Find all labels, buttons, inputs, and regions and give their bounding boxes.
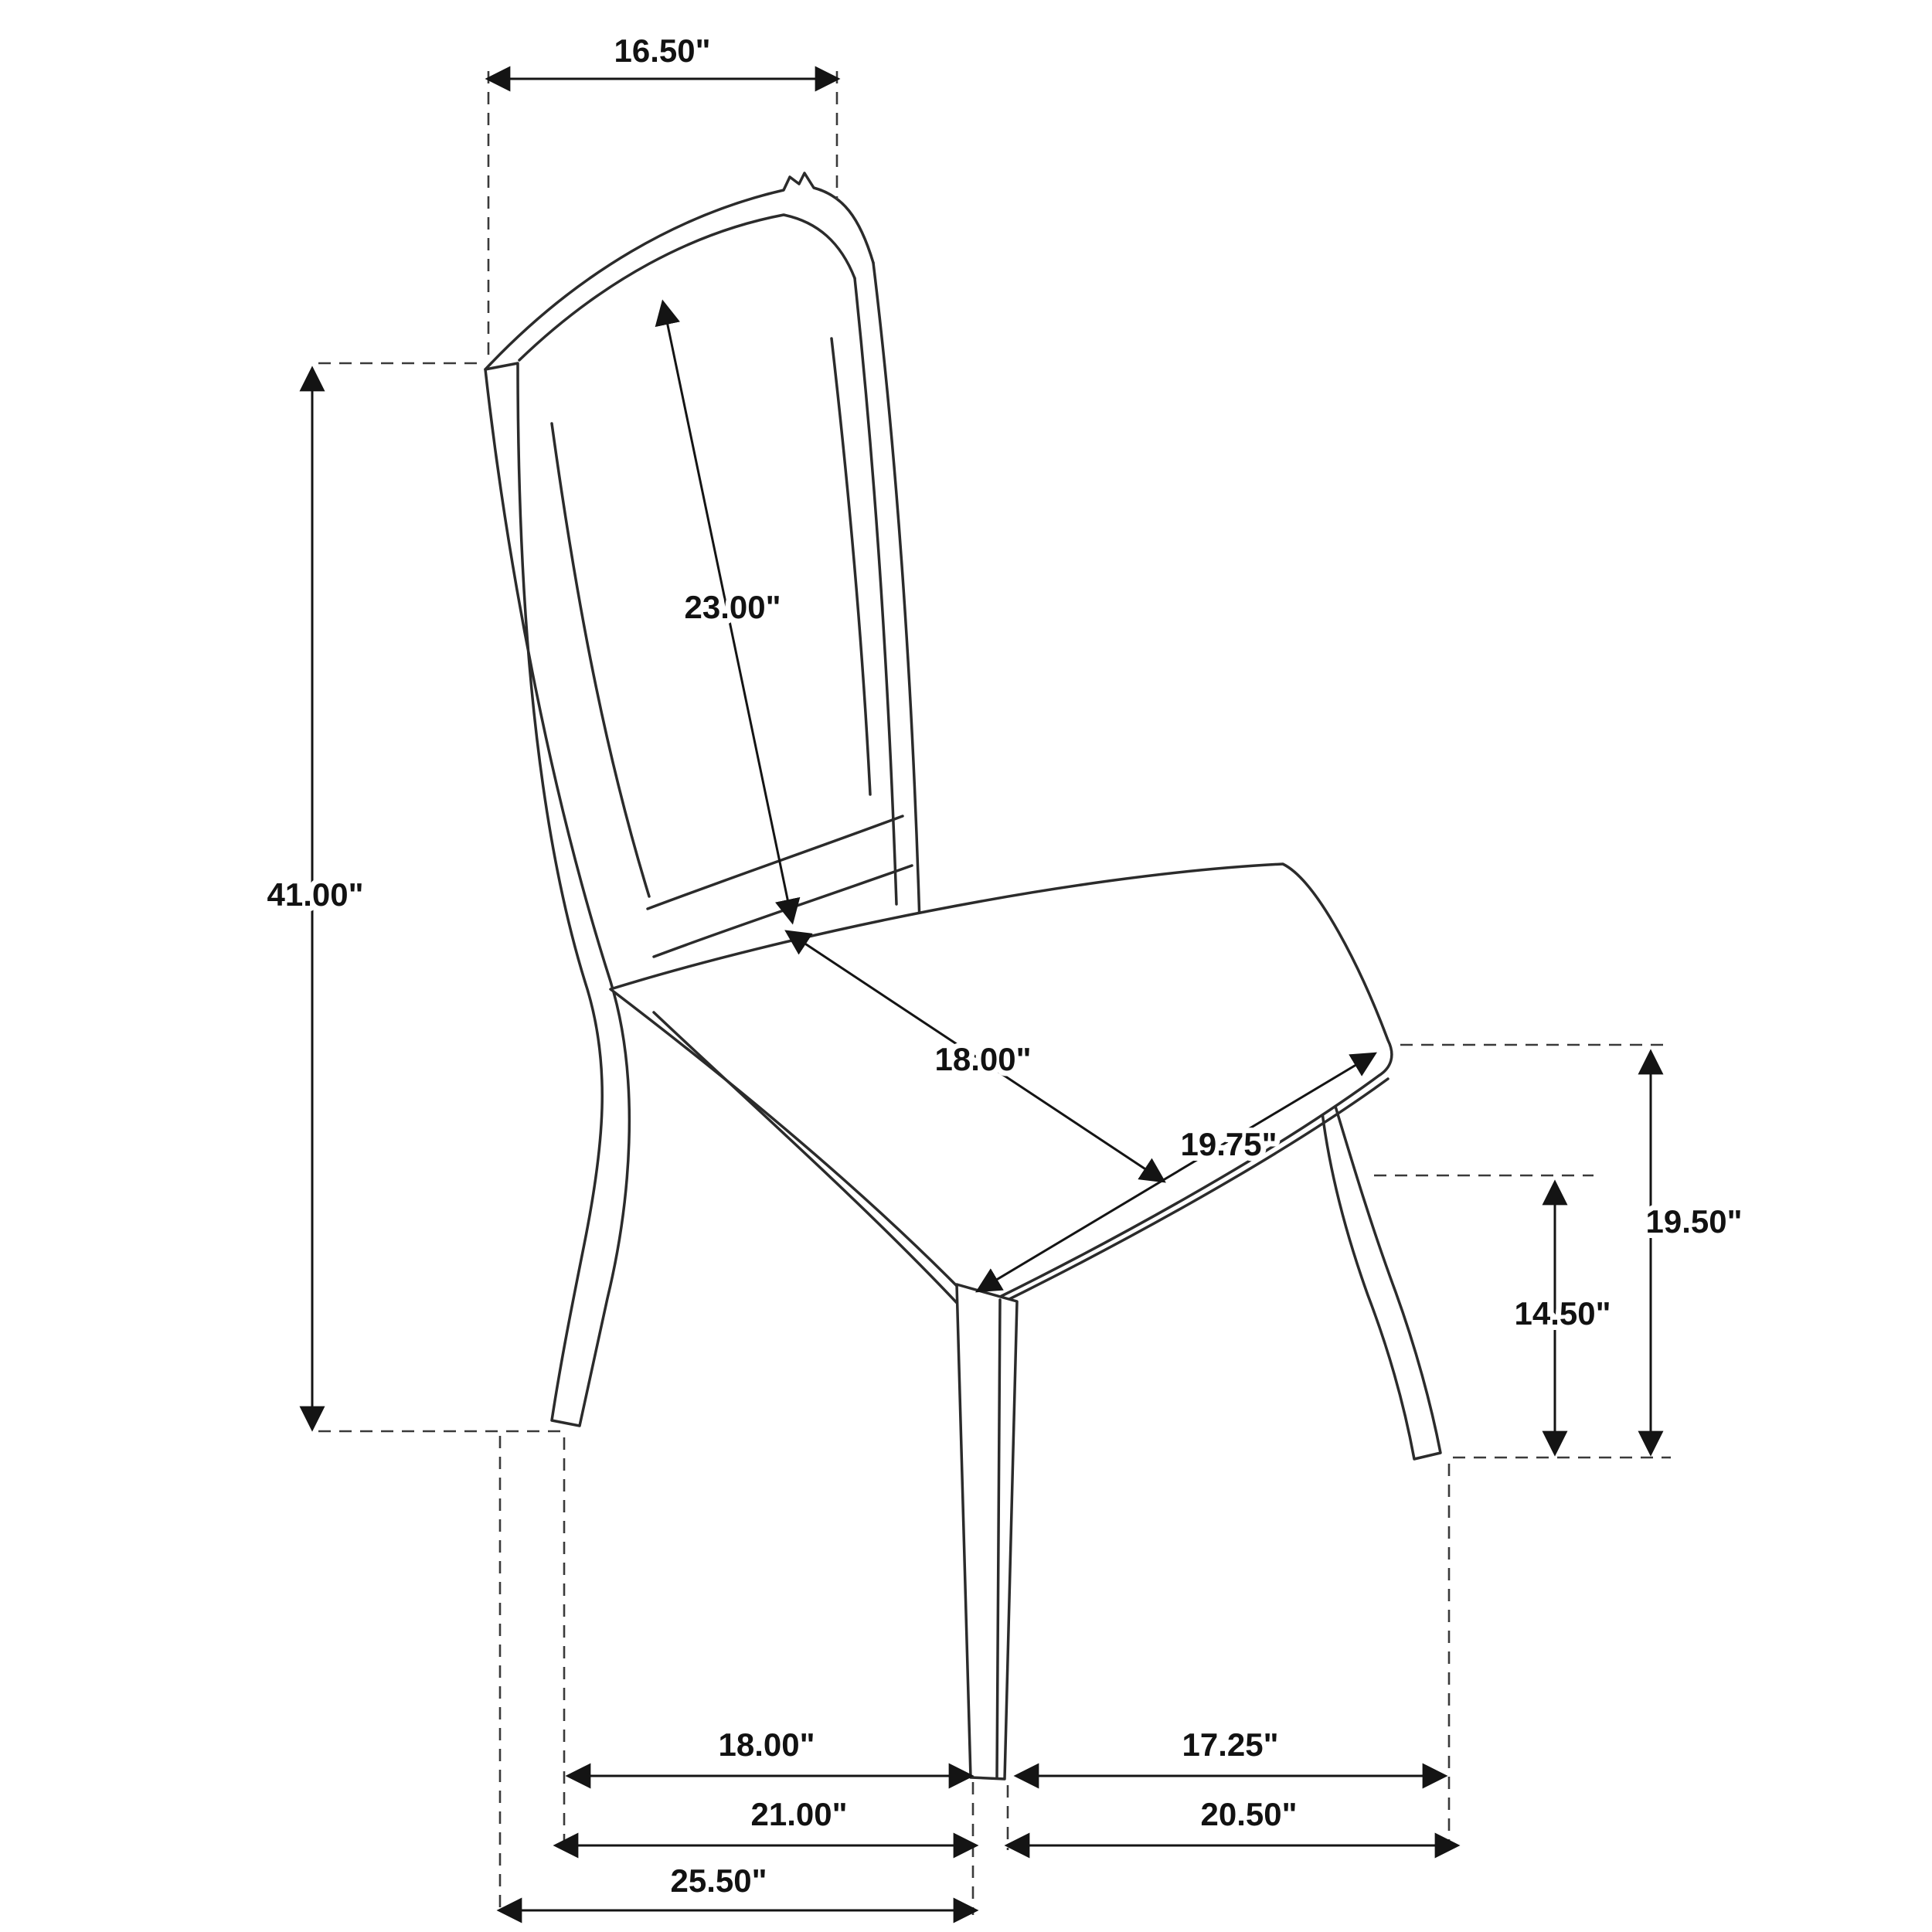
chair-back-left-stile-and-rear-leg (484, 362, 631, 1427)
dim-back-height: 23.00" (655, 299, 801, 925)
dim-base-left-span-label: 21.00" (750, 1796, 847, 1832)
dim-apron-height-label: 14.50" (1514, 1295, 1611, 1332)
dim-overall-depth-label: 25.50" (670, 1862, 767, 1899)
dim-overall-height-label: 41.00" (267, 876, 363, 913)
chair-back-panel-piping-right (830, 337, 872, 796)
chair-back-panel-piping-left (550, 422, 651, 898)
dim-front-leg-span: 18.00" (565, 1721, 975, 1789)
dim-seat-depth-label: 18.00" (934, 1041, 1031, 1077)
dim-apron-height: 14.50" (1509, 1179, 1617, 1457)
dim-base-right-span-label: 20.50" (1200, 1796, 1297, 1832)
dim-base-left-span: 21.00" (553, 1791, 979, 1859)
dim-top-width: 16.50" (485, 27, 841, 92)
dim-overall-depth: 25.50" (496, 1857, 979, 1923)
dim-back-height-label: 23.00" (684, 589, 781, 625)
dim-top-width-label: 16.50" (614, 32, 710, 69)
chair-front-left-leg-corner-line (995, 1298, 1002, 1779)
dim-seat-width-label: 19.75" (1180, 1126, 1277, 1162)
dim-seat-height: 19.50" (1638, 1049, 1748, 1457)
chair-drawing (484, 172, 1442, 1781)
dim-front-leg-span-label: 18.00" (718, 1726, 815, 1763)
dim-base-right-span: 20.50" (1004, 1791, 1461, 1859)
dimension-lines: 16.50" 41.00" 23.00" 18.00" 19.75" (261, 27, 1748, 1923)
chair-crest-rail-inner (518, 213, 856, 362)
chair-front-left-leg (955, 1283, 1019, 1781)
chair-crest-rail-outer (484, 172, 875, 371)
chair-back-lower-rail-top (646, 815, 904, 910)
dim-right-leg-span: 17.25" (1013, 1721, 1448, 1789)
dim-right-leg-span-label: 17.25" (1182, 1726, 1278, 1763)
chair-front-right-leg (1318, 1084, 1442, 1461)
chair-back-right-stile-outer (872, 261, 921, 925)
dim-seat-height-label: 19.50" (1645, 1203, 1742, 1240)
dim-overall-height: 41.00" (261, 366, 369, 1432)
dim-seat-width: 19.75" (975, 1052, 1377, 1293)
chair-back-right-stile-inner (853, 277, 898, 906)
